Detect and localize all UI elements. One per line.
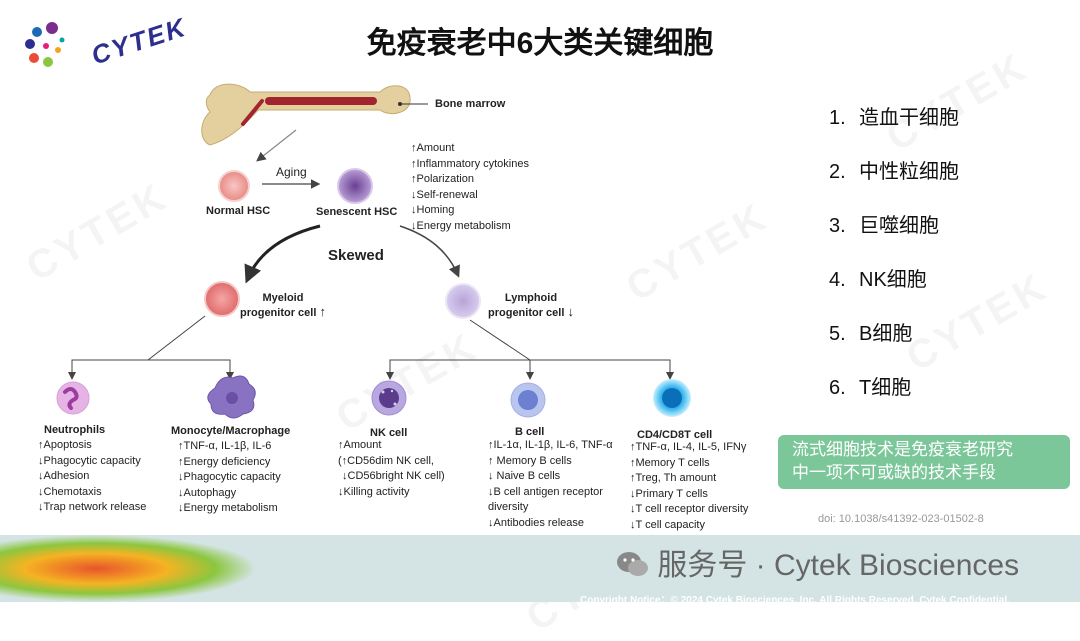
- t-cell-changes: ↑TNF-α, IL-4, IL-5, IFNγ ↑Memory T cells…: [630, 441, 749, 531]
- b-cell-title: B cell: [515, 426, 545, 438]
- monocyte-title: Monocyte/Macrophage: [171, 425, 291, 437]
- footer-color-splash: [0, 535, 320, 602]
- list-item: 1.造血干细胞: [829, 107, 959, 129]
- aging-label: Aging: [276, 165, 307, 179]
- lymphoid-progenitor-label: Lymphoid progenitor cell ↓: [488, 292, 574, 319]
- senescent-changes-list: ↑Amount ↑Inflammatory cytokines ↑Polariz…: [411, 142, 529, 232]
- list-item: 6.T细胞: [829, 377, 912, 399]
- normal-hsc-label: Normal HSC: [206, 205, 271, 217]
- key-cells-list: 1.造血干细胞 2.中性粒细胞 3.巨噬细胞 4.NK细胞 5.B细胞 6.T细…: [829, 104, 959, 428]
- neutrophils-changes: ↑Apoptosis ↓Phagocytic capacity ↓Adhesio…: [38, 439, 147, 513]
- macrophage-icon: [207, 375, 256, 419]
- list-item: 2.中性粒细胞: [829, 161, 959, 183]
- copyright-notice: Copyright Notice：© 2024 Cytek Bioscience…: [580, 595, 1010, 606]
- wechat-icon: [617, 552, 648, 576]
- neutrophils-title: Neutrophils: [44, 424, 106, 436]
- flow-cytometry-callout: 流式细胞技术是免疫衰老研究 中一项不可或缺的技术手段: [778, 435, 1070, 489]
- wechat-service-account: 服务号 · Cytek Biosciences: [615, 540, 1019, 584]
- list-item: 5.B细胞: [829, 323, 913, 345]
- page-title: 免疫衰老中6大类关键细胞: [366, 27, 714, 60]
- b-cell-icon: [510, 382, 546, 418]
- t-cell-icon: [653, 379, 691, 417]
- bone-icon: [201, 83, 411, 146]
- senescent-hsc-label: Senescent HSC: [316, 206, 398, 218]
- nk-cell-title: NK cell: [370, 427, 408, 439]
- neutrophil-icon: [56, 381, 90, 415]
- nk-cell-icon: [371, 380, 407, 416]
- myeloid-progenitor-label: Myeloid progenitor cell ↑: [240, 292, 326, 319]
- nk-cell-changes: ↑Amount (↑CD56dim NK cell, ↓CD56bright N…: [338, 439, 445, 498]
- b-cell-changes: ↑IL-1α, IL-1β, IL-6, TNF-α ↑ Memory B ce…: [488, 439, 613, 529]
- list-item: 4.NK细胞: [829, 269, 927, 291]
- skewed-label: Skewed: [328, 247, 384, 264]
- bone-marrow-label: Bone marrow: [435, 98, 506, 110]
- doi-reference: doi: 10.1038/s41392-023-01502-8: [818, 513, 984, 525]
- monocyte-changes: ↑TNF-α, IL-1β, IL-6 ↑Energy deficiency ↓…: [178, 440, 281, 514]
- cytek-logo: CYTEK: [22, 12, 190, 70]
- list-item: 3.巨噬细胞: [829, 215, 939, 237]
- logo-dots-icon: [25, 22, 65, 67]
- t-cell-title: CD4/CD8T cell: [637, 429, 713, 441]
